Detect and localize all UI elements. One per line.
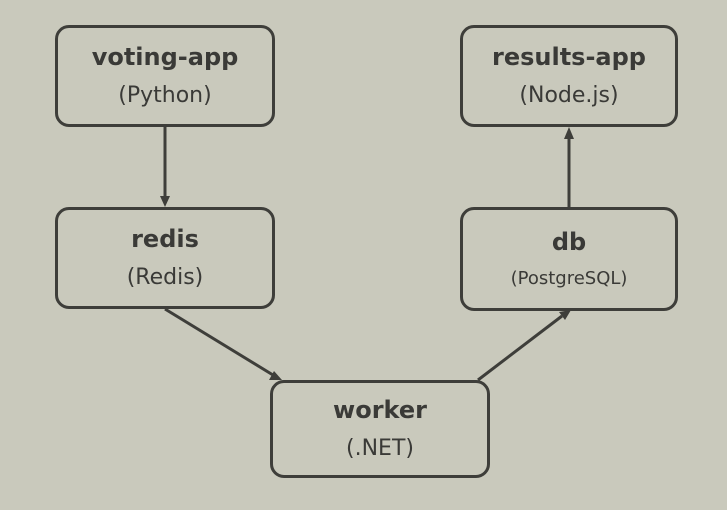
node-tech: (PostgreSQL) [510,268,628,289]
edge-redis-to-worker-arrowhead [269,371,282,380]
edge-voting-to-redis-arrowhead [160,196,170,207]
node-tech: (Node.js) [519,83,619,108]
node-results-app: results-app (Node.js) [460,25,678,127]
edge-redis-to-worker-line [164,307,274,377]
node-tech: (Python) [118,83,212,108]
node-name: voting-app [91,43,239,71]
edge-voting-to-redis [160,127,170,207]
node-redis: redis (Redis) [55,207,275,309]
node-db: db (PostgreSQL) [460,207,678,311]
node-tech: (.NET) [346,436,414,461]
node-name: worker [333,396,427,424]
edge-db-to-results-arrowhead [564,127,574,139]
node-worker: worker (.NET) [270,380,490,478]
edge-worker-to-db [477,310,571,382]
edge-redis-to-worker [164,307,282,380]
node-tech: (Redis) [126,265,204,290]
edge-db-to-results [564,127,574,207]
node-name: results-app [492,43,646,71]
node-name: db [551,228,587,256]
edge-worker-to-db-line [477,314,563,382]
node-voting-app: voting-app (Python) [55,25,275,127]
node-name: redis [131,225,199,253]
edge-worker-to-db-arrowhead [559,310,571,320]
